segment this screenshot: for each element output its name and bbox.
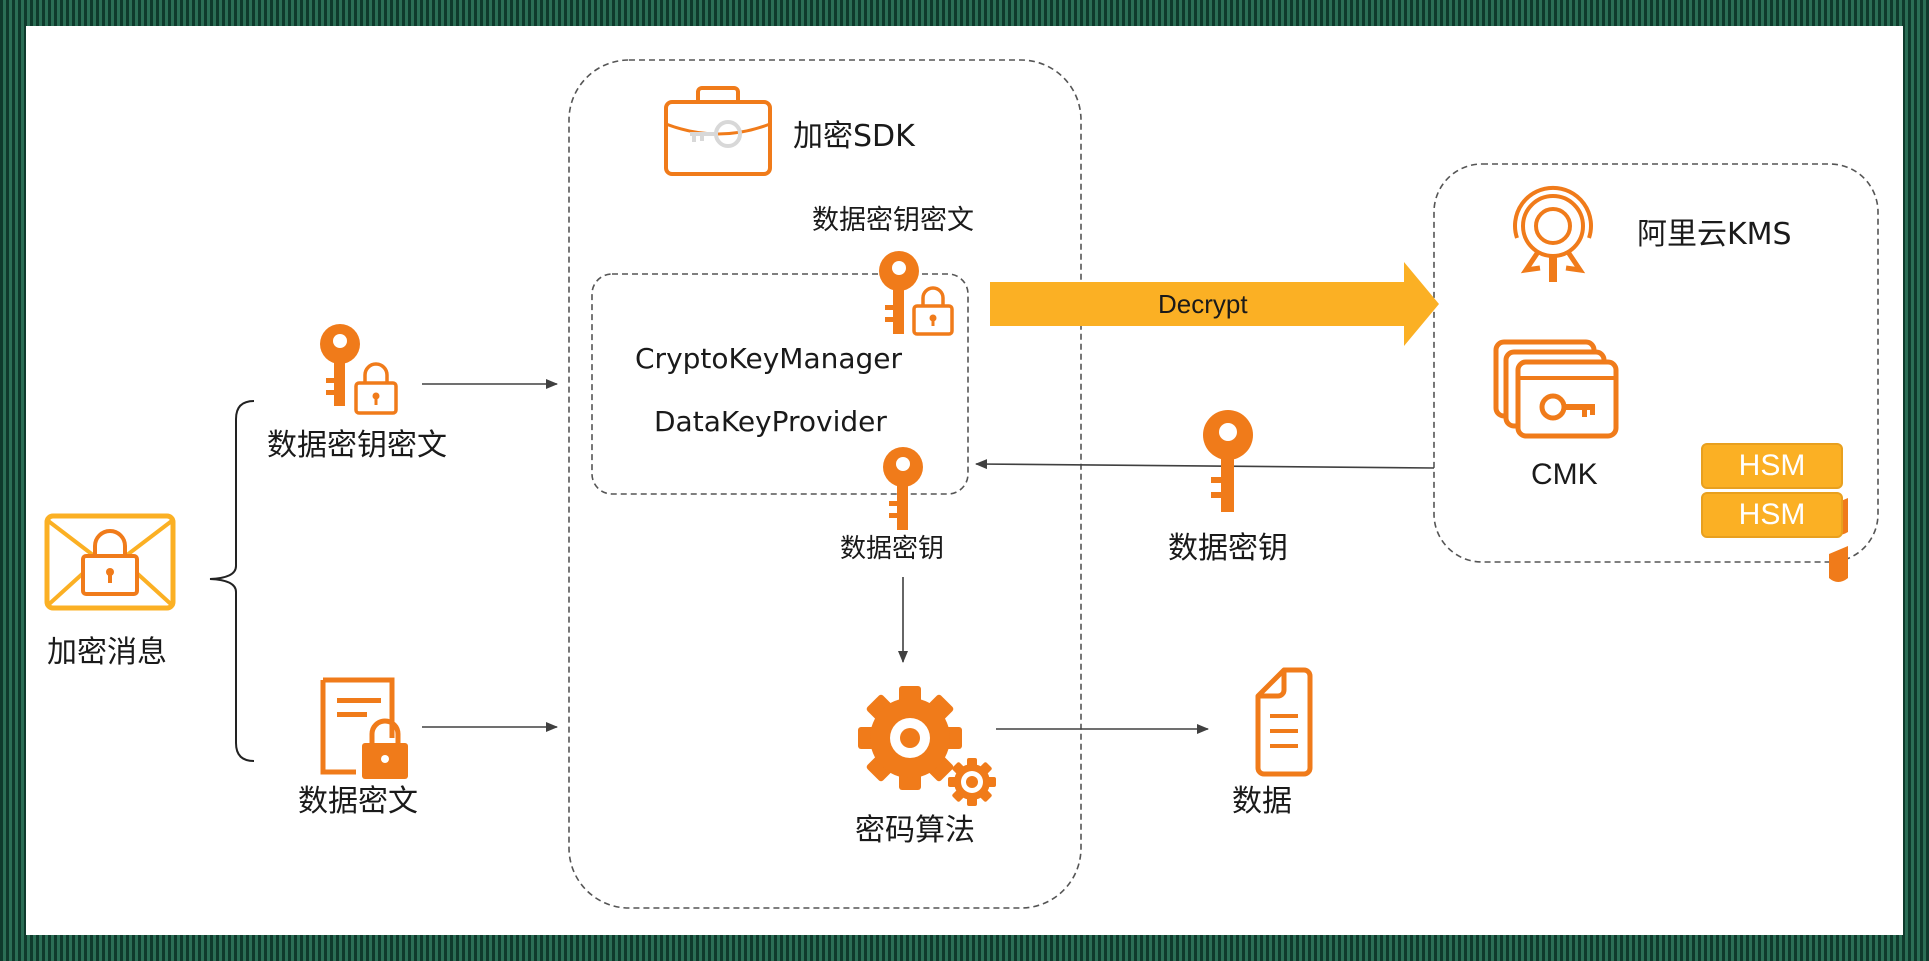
cmk-cards-icon	[1493, 339, 1619, 439]
decrypt-label: Decrypt	[1158, 289, 1248, 319]
kms-container	[1433, 163, 1879, 563]
datakey-sdk-label: 数据密钥	[840, 534, 945, 564]
key-lock-small-icon	[879, 251, 954, 336]
encrypted-datakey-label: 数据密钥密文	[267, 428, 447, 463]
hsm-badge: HSM	[1701, 492, 1843, 538]
key-icon	[883, 447, 923, 530]
encrypted-data-label: 数据密文	[298, 784, 418, 819]
diagram-canvas: 加密消息 数据密钥密文 数据密文 加密SDK 数据密钥密文 CryptoKeyM…	[26, 26, 1903, 935]
diagram-svg	[44, 59, 1879, 909]
brace	[209, 400, 255, 762]
key-manager-container	[591, 273, 969, 495]
sdk-title: 加密SDK	[793, 119, 915, 154]
key-icon	[1203, 410, 1253, 512]
plaintext-data-label: 数据	[1232, 784, 1292, 819]
cmk-label: CMK	[1531, 458, 1598, 491]
hsm-badge: HSM	[1701, 443, 1843, 489]
encrypted-datakey-sdk-label: 数据密钥密文	[812, 205, 974, 236]
kms-title: 阿里云KMS	[1637, 217, 1792, 252]
crypto-key-manager-label: CryptoKeyManager	[635, 342, 903, 375]
decrypt-arrow	[990, 262, 1439, 346]
sdk-container	[568, 59, 1082, 909]
data-key-provider-label: DataKeyProvider	[654, 405, 887, 438]
gear-icon	[858, 686, 996, 806]
document-lock-icon	[320, 677, 408, 779]
datakey-returned-label: 数据密钥	[1168, 531, 1288, 566]
encrypted-message-label: 加密消息	[47, 635, 167, 670]
kms-icon	[1513, 185, 1593, 282]
envelope-lock-icon	[44, 513, 176, 611]
key-lock-icon	[320, 324, 398, 415]
algorithm-label: 密码算法	[855, 813, 975, 848]
arrow-kms-to-sdk	[975, 459, 1435, 470]
briefcase-key-icon	[664, 86, 772, 176]
document-icon	[1255, 667, 1313, 777]
